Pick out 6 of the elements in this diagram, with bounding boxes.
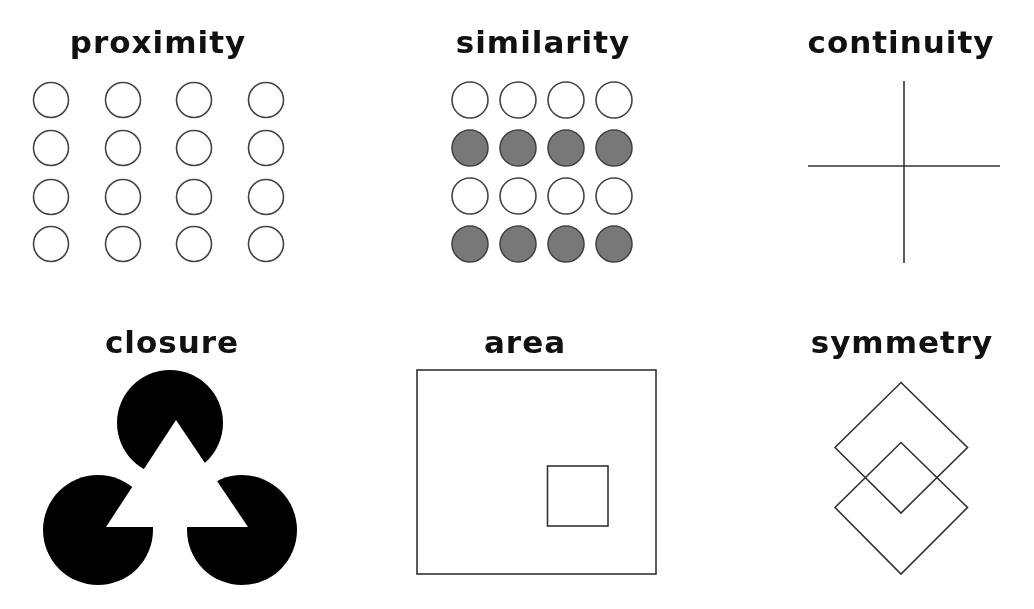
principle-heading: area <box>483 324 567 360</box>
principle-heading: proximity <box>69 24 247 60</box>
principle-heading: continuity <box>807 24 995 60</box>
principle-heading: similarity <box>455 24 631 60</box>
principle-heading: closure <box>104 324 240 360</box>
principle-heading: symmetry <box>810 324 994 360</box>
